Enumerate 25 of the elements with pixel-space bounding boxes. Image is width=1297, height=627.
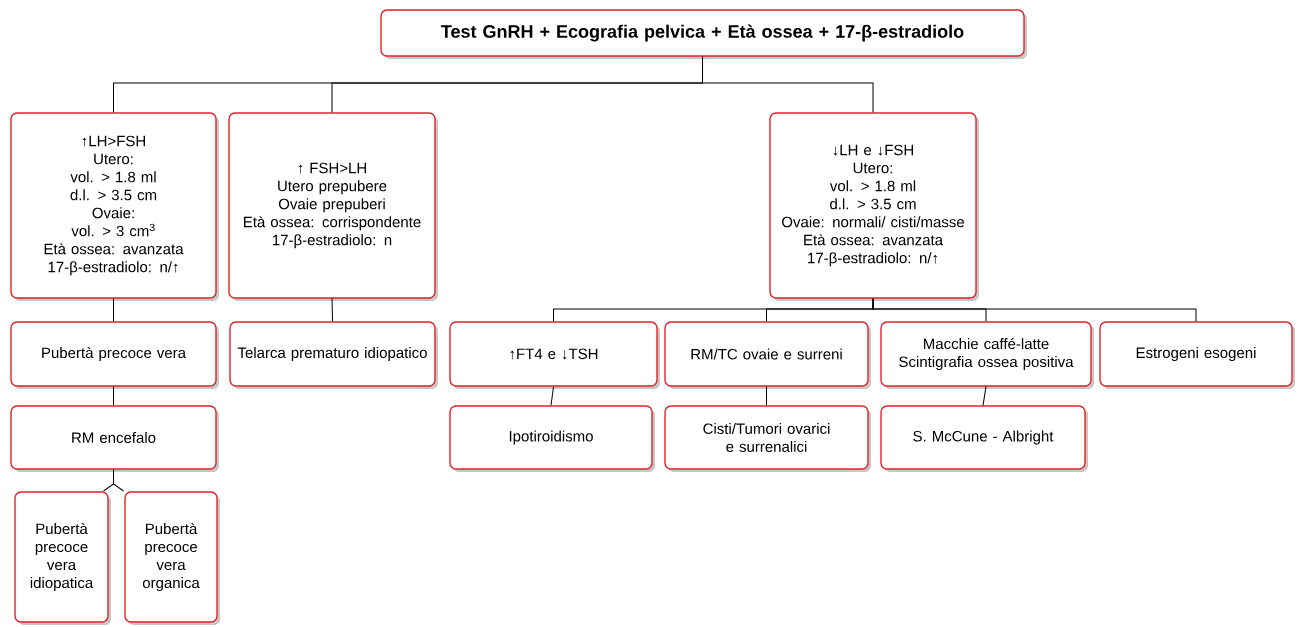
connector-line: [766, 386, 767, 406]
process-box: Macchie caffé-latte Scintigrafia ossea positiva: [880, 321, 1094, 389]
connector-line: [113, 298, 114, 322]
process-box: Pubertà precoce vera idiopatica: [14, 491, 111, 625]
process-box: RM/TC ovaie e surreni: [664, 321, 871, 389]
connector-line: [702, 56, 874, 113]
connector-line: [331, 298, 333, 322]
process-box: Ipotiroidismo: [449, 405, 655, 472]
connector-line: [550, 386, 554, 406]
connector-line: [872, 298, 1197, 322]
process-box: Telarca prematuro idiopatico: [229, 321, 438, 389]
process-box: Pubertà precoce vera organica: [124, 491, 220, 625]
connector-line: [113, 469, 124, 492]
process-box: ↑FT4 e ↓TSH: [449, 321, 660, 389]
connector-line: [113, 386, 114, 406]
process-box: ↓LH e ↓FSH Utero: vol. > 1.8 ml d.l. > 3.5 cm Ovaie: normali/ cisti/masse Età ossea: avanzata 17-β-estradiolo: n/↑: [769, 112, 979, 301]
process-box: Pubertà precoce vera: [10, 321, 219, 389]
process-box: Cisti/Tumori ovarici e surrenalici: [664, 405, 871, 472]
heading-box: Test GnRH + Ecografia pelvica + Età ossea + 17-β-estradiolo: [380, 9, 1027, 59]
process-box: Estrogeni esogeni: [1099, 321, 1295, 389]
connector-line: [982, 386, 987, 406]
process-box: S. McCune - Albright: [880, 405, 1088, 472]
process-box: ↑LH>FSH Utero: vol. > 1.8 ml d.l. > 3.5 cm Ovaie: vol. > 3 cm$^{3}$ Età ossea: avanzata 17-β-estradiolo: n/↑: [10, 112, 219, 301]
process-box: ↑ FSH>LH Utero prepubere Ovaie prepuberi Età ossea: corrispondente 17-β-estradiolo: n: [228, 112, 438, 301]
process-box: RM encefalo: [10, 405, 219, 472]
